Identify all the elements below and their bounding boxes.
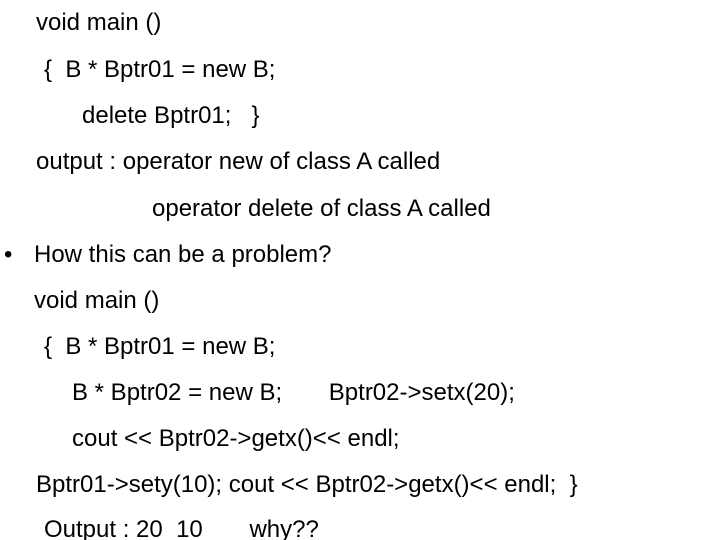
output-line-3: Output : 20 10 why?? (44, 516, 319, 540)
code-line-7: cout << Bptr02->getx()<< endl; (72, 425, 400, 452)
output-line-1: output : operator new of class A called (36, 148, 441, 175)
code-line-5: { B * Bptr01 = new B; (44, 333, 276, 360)
output-line-2: operator delete of class A called (152, 195, 491, 222)
code-line-8: Bptr01->sety(10); cout << Bptr02->getx()… (36, 471, 578, 498)
code-line-6: B * Bptr02 = new B; Bptr02->setx(20); (72, 379, 515, 406)
code-line-1: void main () (36, 9, 162, 36)
bullet-icon: • (4, 241, 13, 268)
question-line: How this can be a problem? (34, 241, 332, 268)
code-line-4: void main () (34, 287, 160, 314)
code-line-3: delete Bptr01; } (82, 102, 260, 129)
code-line-2: { B * Bptr01 = new B; (44, 56, 276, 83)
